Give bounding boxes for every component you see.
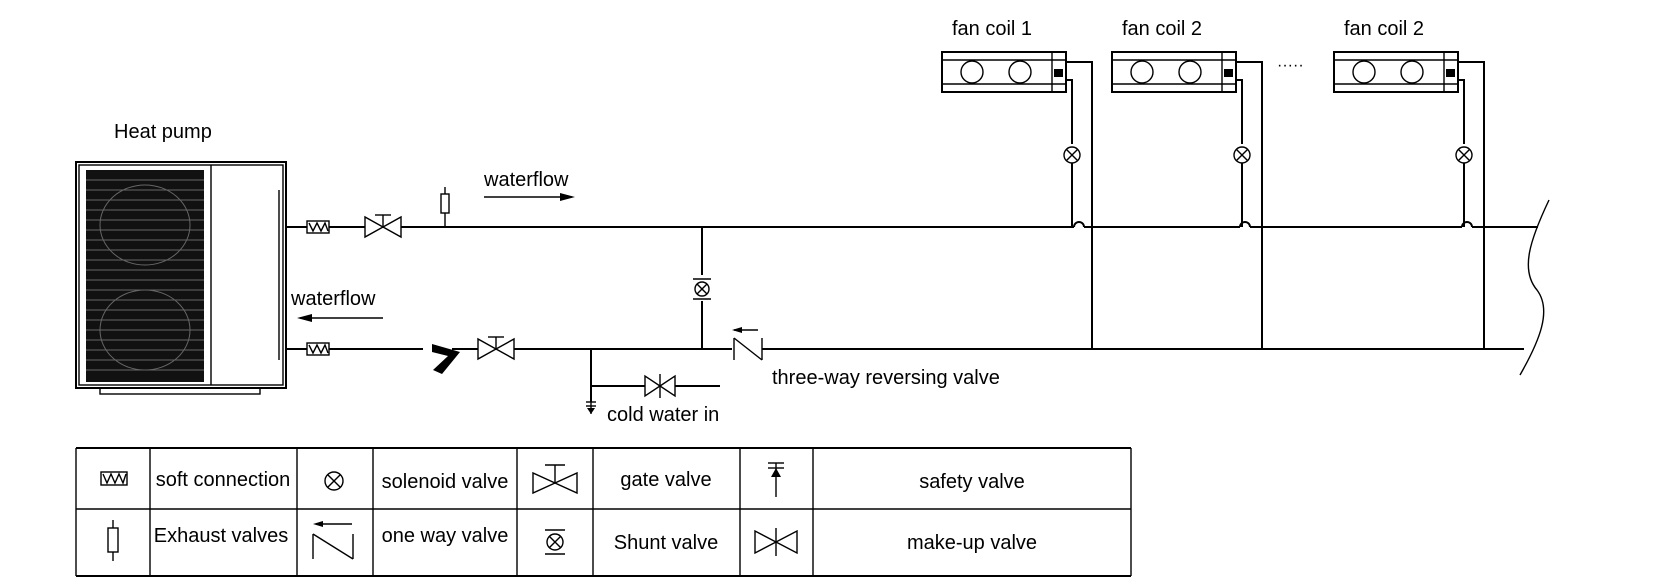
legend-label-safety-valve: safety valve xyxy=(919,471,1025,493)
fan-coil-unit: fan coil 2 xyxy=(1333,18,1485,227)
strainer-filter-icon xyxy=(432,344,460,374)
grille-lines xyxy=(86,179,204,371)
fan-coil-unit: fan coil 1 xyxy=(941,18,1093,227)
waterflow-supply-arrow-icon xyxy=(484,193,575,201)
soft-connection-supply xyxy=(306,220,330,234)
safety-valve-inlet xyxy=(586,401,596,414)
fan-icon xyxy=(960,60,984,84)
waterflow-return-arrow-icon xyxy=(297,314,383,322)
fan-coil-label: fan coil 2 xyxy=(1344,18,1424,40)
gate-valve-icon xyxy=(532,464,578,495)
return-line: waterflow xyxy=(286,288,1524,374)
legend-label-exhaust-valves: Exhaust valves xyxy=(154,525,289,547)
fan-coil-branches xyxy=(1091,227,1485,349)
supply-line: waterflow xyxy=(286,169,1538,239)
legend-label-shunt-valve: Shunt valve xyxy=(614,532,719,554)
fan-coil-unit: fan coil 2 xyxy=(1111,18,1263,227)
fan-icon xyxy=(1352,60,1376,84)
legend-label-one-way-valve: one way valve xyxy=(382,525,509,547)
fan-icon xyxy=(1400,60,1424,84)
fan-coil-label: fan coil 2 xyxy=(1122,18,1202,40)
fan-coil-ellipsis: ····· xyxy=(1277,57,1304,74)
exhaust-valve-supply xyxy=(440,187,450,227)
legend-label-make-up-valve: make-up valve xyxy=(907,532,1037,554)
fan-icon xyxy=(1178,60,1202,84)
three-way-valve-label: three-way reversing valve xyxy=(772,367,1000,389)
waterflow-supply-label: waterflow xyxy=(483,169,569,191)
gate-valve-supply xyxy=(364,214,402,239)
safety-valve-icon xyxy=(768,462,784,497)
gate-valve-return xyxy=(477,336,515,361)
legend-label-soft-connection: soft connection xyxy=(156,469,291,491)
fan-coil-units: fan coil 1 fan coil 2 fan coil 2 xyxy=(941,18,1485,227)
fan-icon xyxy=(1130,60,1154,84)
make-up-valve-inlet xyxy=(644,374,676,398)
soft-connection-return xyxy=(306,342,330,356)
waterflow-return-label: waterflow xyxy=(290,288,376,310)
solenoid-valve-icon xyxy=(324,471,344,491)
one-way-valve-return xyxy=(732,327,763,361)
pipe-break-icon xyxy=(1519,199,1550,376)
heat-pump-unit: Heat pump xyxy=(75,121,287,395)
shunt-valve-bypass xyxy=(693,278,711,300)
fan-coil-label: fan coil 1 xyxy=(952,18,1032,40)
legend-label-solenoid-valve: solenoid valve xyxy=(382,471,509,493)
make-up-valve-icon xyxy=(754,528,798,556)
bypass-branch: three-way reversing valve xyxy=(693,227,1000,389)
legend-label-gate-valve: gate valve xyxy=(620,469,711,491)
heat-pump-label: Heat pump xyxy=(114,121,212,143)
soft-connection-icon xyxy=(100,471,128,486)
shunt-valve-icon xyxy=(545,529,565,555)
cold-water-inlet: cold water in xyxy=(586,349,720,426)
exhaust-valve-icon xyxy=(107,520,119,561)
one-way-valve-icon xyxy=(312,521,354,560)
cold-water-label: cold water in xyxy=(607,404,719,426)
fan-icon xyxy=(1008,60,1032,84)
legend-table: soft connection solenoid valve gate valv… xyxy=(75,447,1132,577)
